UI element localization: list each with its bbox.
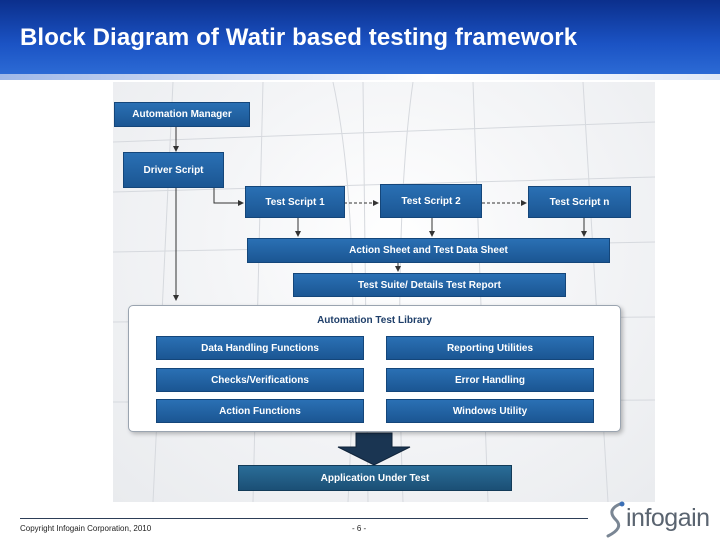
- infogain-logo-mark-icon: [606, 501, 625, 538]
- automation-manager-block: Automation Manager: [114, 102, 250, 127]
- page-number: - 6 -: [352, 524, 367, 533]
- arrow-driver-to-test1: [213, 188, 244, 206]
- data-handling-block: Data Handling Functions: [156, 336, 364, 360]
- arrow-library-to-aut: [337, 432, 411, 466]
- test-script-2-block: Test Script 2: [380, 184, 482, 218]
- action-functions-block: Action Functions: [156, 399, 364, 423]
- test-script-n-block: Test Script n: [528, 186, 631, 218]
- library-title: Automation Test Library: [317, 315, 432, 326]
- action-sheet-block: Action Sheet and Test Data Sheet: [247, 238, 610, 263]
- error-handling-block: Error Handling: [386, 368, 594, 392]
- reporting-utilities-block: Reporting Utilities: [386, 336, 594, 360]
- infogain-logo: infogain: [598, 500, 716, 538]
- slide-title: Block Diagram of Watir based testing fra…: [20, 24, 578, 51]
- copyright-text: Copyright Infogain Corporation, 2010: [20, 524, 152, 533]
- title-bar: Block Diagram of Watir based testing fra…: [0, 0, 720, 80]
- footer-divider: [20, 518, 588, 519]
- application-under-test-block: Application Under Test: [238, 465, 512, 491]
- driver-script-block: Driver Script: [123, 152, 224, 188]
- test-report-block: Test Suite/ Details Test Report: [293, 273, 566, 297]
- logo-text: infogain: [626, 504, 710, 532]
- test-script-1-block: Test Script 1: [245, 186, 345, 218]
- windows-utility-block: Windows Utility: [386, 399, 594, 423]
- checks-verifications-block: Checks/Verifications: [156, 368, 364, 392]
